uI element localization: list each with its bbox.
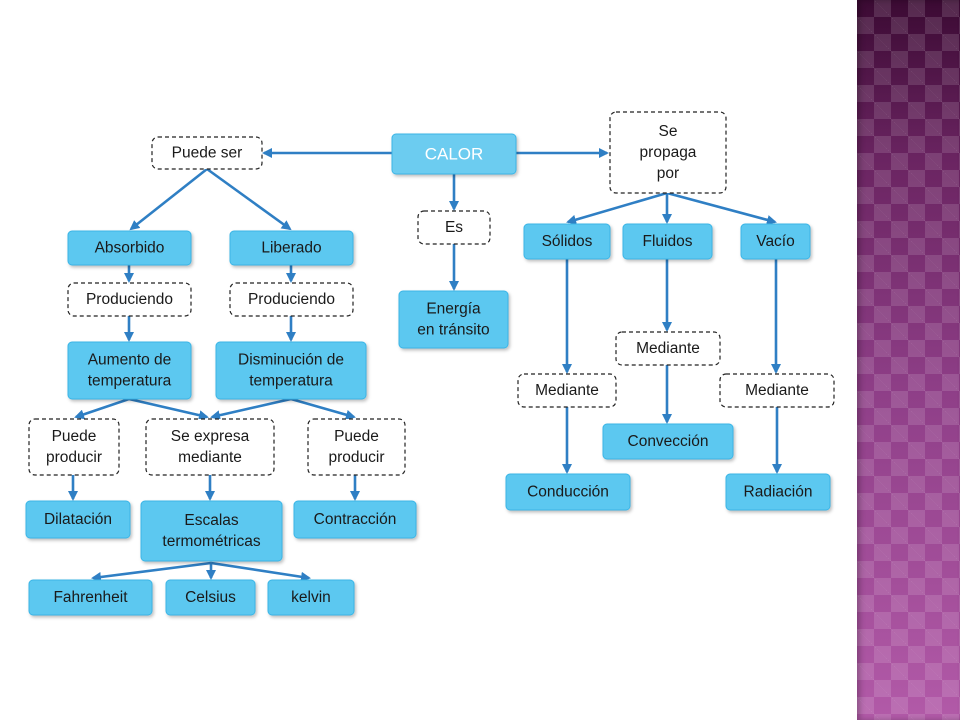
link-produciendo-1: Produciendo xyxy=(67,282,192,317)
arrow-se-propaga-to-vacio xyxy=(666,191,777,225)
root-node-calor-label: CALOR xyxy=(425,145,484,164)
node-escalas-termometricas-label-1: Escalas xyxy=(184,512,239,529)
node-aumento-temperatura-label-1: Aumento de xyxy=(88,352,172,369)
node-vacio-label: Vacío xyxy=(756,233,795,250)
arrow-puede-ser-to-absorbido xyxy=(129,167,208,231)
arrow-escalas-to-kelvin xyxy=(210,561,311,582)
link-produciendo-1-label: Produciendo xyxy=(86,291,173,308)
link-puede-producir-2-label-2: producir xyxy=(329,449,385,466)
node-conveccion-label: Convección xyxy=(628,433,709,450)
arrow-disminucion-to-se-expresa xyxy=(210,397,292,421)
link-puede-producir-1-label-2: producir xyxy=(46,449,102,466)
link-mediante-2-label: Mediante xyxy=(636,340,700,357)
node-aumento-temperatura: Aumento de temperatura xyxy=(67,341,192,400)
node-absorbido: Absorbido xyxy=(67,230,192,266)
link-mediante-1-label: Mediante xyxy=(535,382,599,399)
node-celsius: Celsius xyxy=(165,579,256,616)
node-escalas-termometricas: Escalas termométricas xyxy=(140,500,283,562)
arrow-se-propaga-to-solidos xyxy=(566,191,668,225)
link-se-propaga-por-label-3: por xyxy=(657,165,679,182)
node-disminucion-temperatura-label-2: temperatura xyxy=(249,373,333,390)
node-aumento-temperatura-label-2: temperatura xyxy=(88,373,172,390)
node-liberado: Liberado xyxy=(229,230,354,266)
link-puede-ser-label: Puede ser xyxy=(172,145,243,162)
arrow-aumento-to-puede-producir xyxy=(74,397,130,420)
node-fluidos-label: Fluidos xyxy=(643,233,693,250)
arrow-aumento-to-se-expresa xyxy=(128,397,209,421)
node-celsius-label: Celsius xyxy=(185,589,236,606)
arrow-disminucion-to-puede-producir xyxy=(290,397,356,420)
root-node-calor: CALOR xyxy=(391,133,517,175)
link-es: Es xyxy=(417,210,491,245)
link-se-expresa-mediante-label-2: mediante xyxy=(178,449,242,466)
node-dilatacion: Dilatación xyxy=(25,500,131,539)
link-mediante-3: Mediante xyxy=(719,373,835,408)
node-kelvin: kelvin xyxy=(267,579,355,616)
connector-layer xyxy=(68,148,782,582)
node-energia-en-transito-label-2: en tránsito xyxy=(417,322,489,339)
node-radiacion-label: Radiación xyxy=(744,484,813,501)
link-se-expresa-mediante: Se expresa mediante xyxy=(145,418,275,476)
link-se-expresa-mediante-label-1: Se expresa xyxy=(171,428,250,445)
node-fahrenheit: Fahrenheit xyxy=(28,579,153,616)
node-dilatacion-label: Dilatación xyxy=(44,511,112,528)
link-puede-producir-1: Puede producir xyxy=(28,418,120,476)
link-se-propaga-por-label-2: propaga xyxy=(640,144,697,161)
link-produciendo-2: Produciendo xyxy=(229,282,354,317)
node-fluidos: Fluidos xyxy=(622,223,713,260)
link-puede-producir-2-label-1: Puede xyxy=(334,428,379,445)
node-liberado-label: Liberado xyxy=(261,240,321,257)
link-se-propaga-por: Se propaga por xyxy=(609,111,727,194)
node-radiacion: Radiación xyxy=(725,473,831,511)
link-mediante-1: Mediante xyxy=(517,373,617,408)
node-kelvin-label: kelvin xyxy=(291,589,331,606)
node-vacio: Vacío xyxy=(740,223,811,260)
link-produciendo-2-label: Produciendo xyxy=(248,291,335,308)
node-solidos-label: Sólidos xyxy=(542,233,593,250)
node-fahrenheit-label: Fahrenheit xyxy=(53,589,128,606)
arrow-escalas-to-fahrenheit xyxy=(91,561,212,582)
node-energia-en-transito-label-1: Energía xyxy=(426,301,481,318)
node-escalas-termometricas-label-2: termométricas xyxy=(162,533,260,550)
link-puede-producir-2: Puede producir xyxy=(307,418,406,476)
node-disminucion-temperatura: Disminución de temperatura xyxy=(215,341,367,400)
node-conduccion-label: Conducción xyxy=(527,484,609,501)
arrow-puede-ser-to-liberado xyxy=(206,167,292,231)
link-mediante-2: Mediante xyxy=(615,331,721,366)
link-puede-producir-1-label-1: Puede xyxy=(52,428,97,445)
link-se-propaga-por-label-1: Se xyxy=(659,123,678,140)
link-es-label: Es xyxy=(445,219,463,236)
node-solidos: Sólidos xyxy=(523,223,611,260)
node-contraccion-label: Contracción xyxy=(314,511,397,528)
link-puede-ser: Puede ser xyxy=(151,136,263,170)
node-energia-en-transito: Energía en tránsito xyxy=(398,290,509,349)
node-disminucion-temperatura-label-1: Disminución de xyxy=(238,352,344,369)
node-conduccion: Conducción xyxy=(505,473,631,511)
decorative-side-panel xyxy=(857,0,960,720)
node-absorbido-label: Absorbido xyxy=(95,240,165,257)
link-mediante-3-label: Mediante xyxy=(745,382,809,399)
node-contraccion: Contracción xyxy=(293,500,417,539)
node-conveccion: Convección xyxy=(602,423,734,460)
